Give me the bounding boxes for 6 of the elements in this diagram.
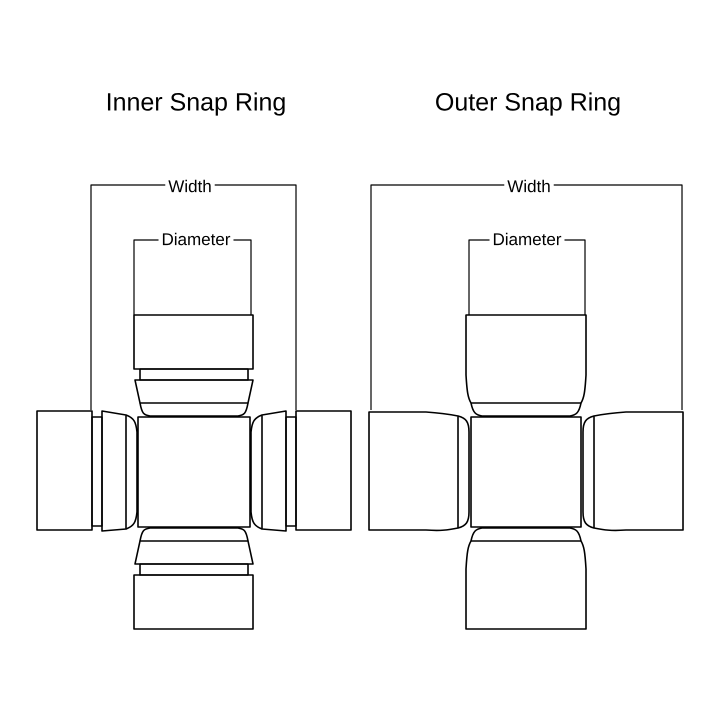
- dimension-label: Diameter: [158, 230, 234, 248]
- drawing-title: Outer Snap Ring: [436, 92, 620, 116]
- drawing-title: Inner Snap Ring: [108, 92, 285, 116]
- dimension-label: Diameter: [490, 230, 564, 248]
- dimension-label: Width: [165, 176, 215, 196]
- dimension-label: Width: [504, 176, 554, 196]
